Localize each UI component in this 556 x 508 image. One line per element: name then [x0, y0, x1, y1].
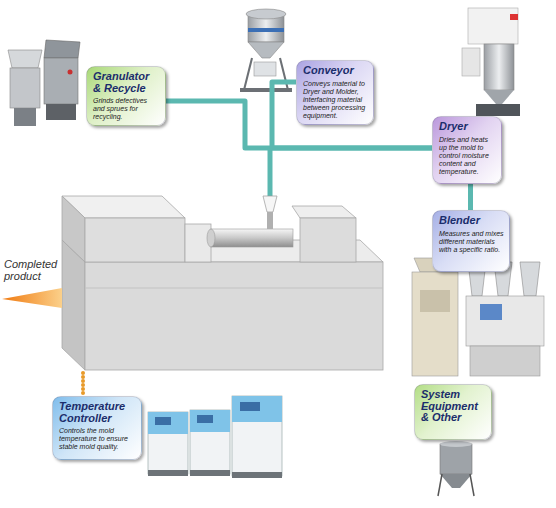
dryer-cone: [484, 90, 514, 104]
chain-link: [81, 391, 85, 395]
dryer-hopper: [484, 44, 514, 90]
equipment-leg: [438, 474, 442, 496]
equipment-cone: [440, 474, 472, 488]
box-heading: Temperature Controller: [59, 401, 136, 424]
granulator-hopper: [44, 40, 80, 58]
blender-panel: [480, 304, 502, 320]
output-arrow: [2, 288, 62, 308]
blender-window: [420, 290, 450, 312]
equipment-box: System Equipment & Other: [414, 384, 492, 440]
granulator-switch: [68, 70, 73, 75]
controller-display: [197, 415, 213, 423]
controller-base: [148, 470, 188, 476]
dryer-top: [468, 8, 518, 44]
blender-stand: [470, 346, 540, 376]
controller-body: [148, 412, 188, 474]
controller-body: [190, 410, 230, 474]
box-description: Measures and mixes different materials w…: [439, 230, 504, 254]
equipment-box: Granulator & RecycleGrinds defectives an…: [86, 66, 166, 126]
loader-motor: [254, 62, 276, 76]
granulator-body: [44, 58, 78, 104]
chain-link: [81, 383, 85, 387]
equipment-lid: [440, 441, 472, 447]
controller-display: [155, 417, 171, 425]
controller-panel: [148, 412, 188, 434]
box-description: Conveys material to Dryer and Molder, in…: [303, 80, 368, 120]
box-heading: System Equipment & Other: [421, 389, 486, 424]
box-heading: Blender: [439, 215, 504, 227]
chain-link: [81, 387, 85, 391]
loader-base: [240, 88, 292, 92]
dryer-unit: [462, 8, 520, 116]
blender-body: [412, 272, 458, 376]
equipment-box: ConveyorConveys material to Dryer and Mo…: [296, 60, 374, 125]
controller-panel: [190, 410, 230, 432]
material-pipe: [468, 184, 473, 210]
loader-leg: [280, 58, 288, 90]
system-equipment: [438, 441, 474, 496]
equipment-box: Temperature ControllerControls the mold …: [52, 396, 142, 460]
box-description: Grinds defectives and sprues for recycli…: [93, 97, 160, 121]
equipment-box: BlenderMeasures and mixes different mate…: [432, 210, 510, 272]
loader-leg: [244, 58, 252, 90]
temperature-line: [81, 371, 85, 395]
box-heading: Granulator & Recycle: [93, 71, 160, 94]
hopper-funnel: [263, 196, 277, 212]
hopper-throat: [267, 212, 273, 229]
feed-pipe: [268, 148, 273, 198]
loader-band: [248, 28, 284, 32]
temperature-units: [148, 396, 282, 478]
output-label: Completed product: [4, 258, 66, 282]
box-description: Dries and heats up the mold to control m…: [439, 136, 496, 176]
controller-body: [232, 396, 282, 476]
granulator-base: [46, 104, 76, 120]
equipment-leg: [470, 474, 474, 496]
platen: [185, 224, 211, 262]
granulator-hopper: [8, 50, 42, 68]
molding-machine: [62, 196, 383, 370]
blender-hopper: [520, 262, 540, 296]
box-heading: Conveyor: [303, 65, 368, 77]
equipment-body: [440, 444, 472, 474]
conveyor-loader: [240, 9, 292, 92]
box-description: Controls the mold temperature to ensure …: [59, 427, 136, 451]
controller-panel: [232, 396, 282, 422]
clamp-unit: [85, 218, 185, 262]
injection-barrel: [211, 229, 293, 247]
clamp-side: [62, 196, 85, 262]
barrel-end: [207, 229, 215, 247]
machine-seam: [85, 288, 383, 289]
machine-side: [62, 240, 85, 370]
chain-link: [81, 379, 85, 383]
dryer-base: [476, 104, 520, 116]
chain-link: [81, 371, 85, 375]
box-heading: Dryer: [439, 121, 496, 133]
controller-base: [232, 472, 282, 478]
loader-cone: [248, 42, 284, 58]
loader-lid: [246, 9, 286, 19]
granulator-motor: [14, 108, 36, 126]
granulator-machines: [8, 40, 80, 126]
machine-base: [85, 262, 383, 370]
dryer-panel: [462, 48, 480, 76]
blender-units: [412, 258, 544, 376]
chain-link: [81, 375, 85, 379]
granulator-body: [10, 68, 40, 108]
controller-display: [240, 402, 260, 411]
controller-base: [190, 470, 230, 476]
injection-top: [292, 206, 356, 218]
dryer-lamp: [510, 14, 518, 20]
injection-unit: [300, 218, 356, 262]
blender-body: [466, 296, 544, 346]
equipment-box: DryerDries and heats up the mold to cont…: [432, 116, 502, 184]
